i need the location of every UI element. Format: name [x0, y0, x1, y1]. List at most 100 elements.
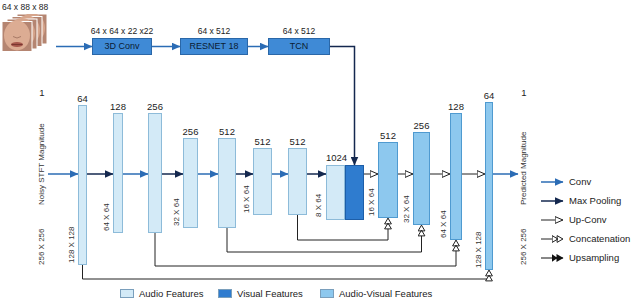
- connector: [87, 173, 113, 175]
- connector: [398, 174, 413, 175]
- feature-map-bar: 512: [218, 138, 236, 228]
- feature-map-bar: 51216 X 64: [378, 142, 398, 218]
- dimension-label: 64 x 512: [198, 26, 231, 36]
- channel-count: 512: [380, 131, 396, 141]
- dimension-label: 64 x 512: [283, 26, 316, 36]
- dimension-label: 64 x 64 x 22 x22: [91, 26, 153, 36]
- dimension-label: 128 X 128: [474, 232, 484, 268]
- input-frames: 64 x 88 x 88: [2, 2, 56, 52]
- legend-label: Upsampling: [569, 252, 619, 263]
- line-sample: [540, 215, 564, 225]
- mouth-line: [12, 44, 23, 45]
- dimension-label: 128 X 128: [67, 227, 77, 263]
- line-sample: [540, 196, 564, 206]
- dimension-label: 16 X 64: [242, 185, 252, 213]
- feature-map-bar: 512: [288, 148, 307, 215]
- line-sample: [540, 177, 564, 187]
- legend-label: Max Pooling: [569, 195, 621, 206]
- legend-item: Max Pooling: [540, 195, 621, 206]
- connector: [307, 173, 326, 175]
- layer-box: 64 x 512RESNET 18: [180, 38, 248, 55]
- audio-half: [326, 165, 345, 220]
- legend-item: Conv: [540, 176, 591, 187]
- legend-label: Up-Conv: [569, 214, 607, 225]
- connector: [198, 173, 218, 175]
- channel-count: 256: [414, 121, 430, 131]
- connector: [430, 174, 450, 175]
- legend-item: Audio Features: [120, 288, 203, 299]
- line-sample: [540, 234, 564, 244]
- frame: [2, 21, 32, 52]
- channel-count: 256: [147, 102, 163, 112]
- feature-map-bar: 25632 X 64: [413, 132, 430, 225]
- connector: [462, 174, 485, 175]
- dimension-label: 32 X 64: [172, 198, 182, 226]
- connector: [330, 47, 355, 166]
- spectrogram-io: 1Predicted Magnitude256 X 256: [518, 100, 530, 270]
- feature-map-bar: 64128 X 128: [485, 102, 493, 270]
- legend-label: Conv: [569, 176, 591, 187]
- dimension-label: 32 X 64: [402, 195, 412, 223]
- feature-map-bar: 25632 X 64: [183, 138, 198, 228]
- bottleneck-block: 10248 X 64: [326, 165, 364, 220]
- spectrogram-io: 1Noisy STFT Magnitude256 X 256: [36, 100, 48, 270]
- legend-item: Audio-Visual Features: [320, 288, 432, 299]
- layer-box: 64 x 64 x 22 x223D Conv: [92, 38, 152, 55]
- channel-count: 256: [183, 127, 199, 137]
- legend-label: Audio Features: [139, 288, 203, 299]
- line-sample-path: [541, 219, 563, 220]
- connector: [272, 173, 288, 175]
- legend-item: Upsampling: [540, 252, 619, 263]
- visual-half: [345, 165, 364, 220]
- connector: [83, 265, 490, 279]
- axis-title: Predicted Magnitude: [519, 132, 529, 205]
- dimension-label: 8 X 64: [314, 194, 324, 217]
- layer-name: TCN: [290, 41, 309, 52]
- face-frames: [2, 14, 54, 52]
- channel-count: 512: [219, 127, 235, 137]
- color-swatch: [320, 289, 334, 298]
- dimension-label: 64 X 64: [102, 203, 112, 231]
- connector: [236, 173, 253, 175]
- feature-map-bar: 51216 X 64: [253, 148, 272, 215]
- dimension-label: 64 x 88 x 88: [2, 2, 48, 12]
- axis-title: Noisy STFT Magnitude: [37, 123, 47, 205]
- nose: [13, 37, 21, 39]
- line-sample-path: [541, 181, 563, 183]
- channel-count: 1: [39, 88, 44, 98]
- legend-item: Concatenation: [540, 233, 630, 244]
- legend-label: Audio-Visual Features: [339, 288, 432, 299]
- layer-box: 64 x 512TCN: [268, 38, 330, 55]
- connector: [155, 233, 456, 266]
- connector: [48, 173, 78, 175]
- channel-count: 1: [521, 88, 526, 98]
- feature-map-bar: 64128 X 128: [78, 105, 87, 265]
- legend-label: Visual Features: [237, 288, 303, 299]
- color-swatch: [120, 289, 134, 298]
- feature-map-bar: 12864 X 64: [450, 113, 462, 240]
- layer-name: RESNET 18: [190, 41, 239, 52]
- line-sample-path: [541, 257, 563, 258]
- dimension-label: 256 X 256: [519, 229, 529, 265]
- line-sample-path: [541, 200, 563, 202]
- connector: [123, 173, 148, 175]
- line-sample: [540, 253, 564, 263]
- dimension-label: 256 X 256: [37, 229, 47, 265]
- channel-count: 128: [448, 102, 464, 112]
- dimension-label: 64 X 64: [439, 210, 449, 238]
- channel-count: 512: [290, 137, 306, 147]
- frame-bg: [2, 22, 32, 52]
- channel-count: 128: [110, 102, 126, 112]
- layer-name: 3D Conv: [104, 41, 139, 52]
- connector: [162, 173, 183, 175]
- line-sample-path: [541, 238, 563, 239]
- lips: [11, 42, 23, 47]
- legend-item: Visual Features: [218, 288, 303, 299]
- face: [4, 21, 30, 51]
- feature-map-bar: 256: [148, 113, 162, 233]
- connector: [248, 46, 268, 48]
- connector: [493, 173, 518, 175]
- connector: [56, 46, 92, 48]
